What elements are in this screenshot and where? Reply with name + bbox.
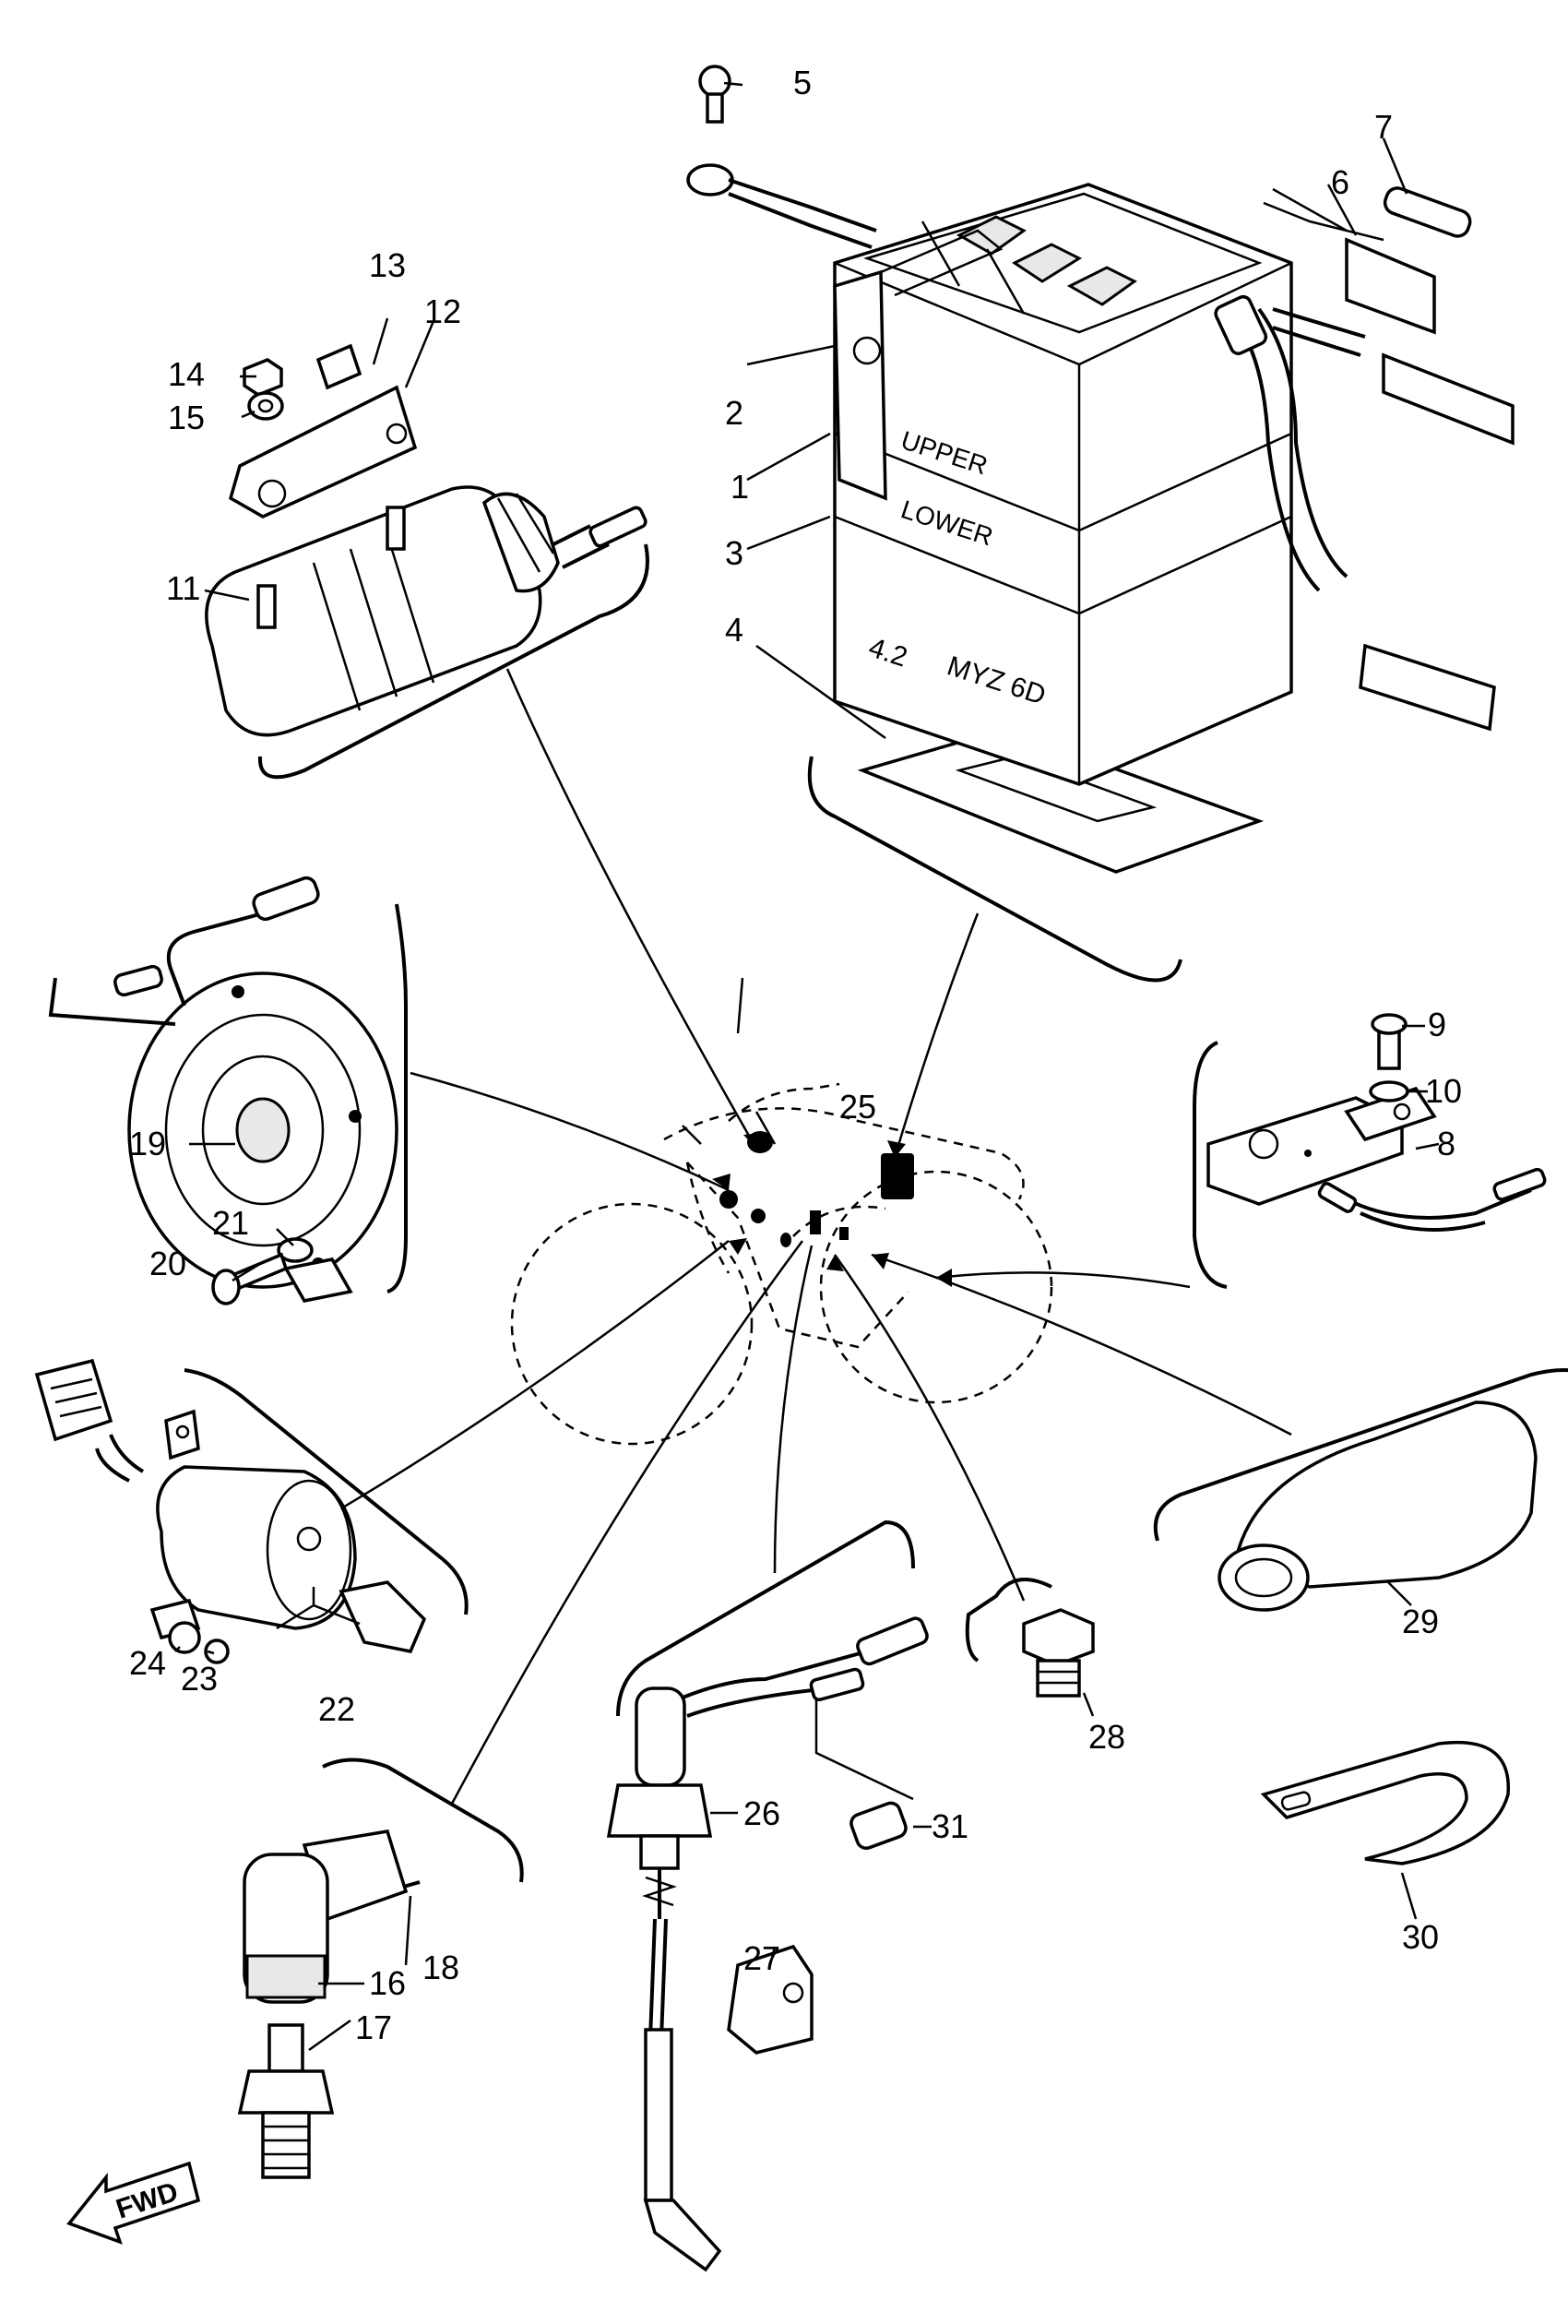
leader-lines (340, 668, 1292, 1805)
callout-16: 16 (369, 1964, 406, 2002)
callout-22: 22 (318, 1690, 355, 1728)
callout-15: 15 (168, 399, 205, 436)
battery-assembly: UPPER LOWER MYZ 6D 4.2 (686, 65, 1515, 874)
callout-8: 8 (1437, 1125, 1455, 1162)
neutral-switch (1022, 1608, 1095, 1698)
callout-27: 27 (743, 1939, 780, 1977)
callout-4: 4 (725, 611, 743, 649)
callout-leaders (174, 81, 1440, 2052)
callout-2: 2 (725, 394, 743, 432)
forward-arrow-icon: FWD (66, 2161, 201, 2245)
callout-29: 29 (1402, 1603, 1439, 1640)
callout-numbers: 1 2 3 4 5 6 7 8 9 10 11 12 13 14 15 16 1… (129, 64, 1462, 2046)
callout-30: 30 (1402, 1918, 1439, 1956)
callout-7: 7 (1374, 108, 1393, 146)
rectifier-cover (1218, 1400, 1538, 1865)
callout-9: 9 (1428, 1006, 1446, 1043)
callout-28: 28 (1088, 1718, 1125, 1756)
callout-26: 26 (743, 1794, 780, 1832)
starter-motor-assembly (205, 343, 647, 737)
ignition-coil-assembly (34, 1358, 427, 1664)
callout-3: 3 (725, 534, 743, 572)
callout-21: 21 (212, 1204, 249, 1242)
spark-plug-assembly (237, 1829, 421, 2179)
callout-6: 6 (1331, 163, 1349, 201)
callout-24: 24 (129, 1644, 166, 1682)
callout-25: 25 (839, 1088, 876, 1126)
callout-5: 5 (793, 64, 812, 101)
callout-19: 19 (129, 1125, 166, 1162)
callout-31: 31 (932, 1807, 968, 1845)
relay-assembly (1206, 1013, 1547, 1232)
motorcycle-frame-outline (510, 1082, 1053, 1446)
callout-18: 18 (422, 1949, 459, 1986)
callout-20: 20 (149, 1245, 186, 1282)
callout-11: 11 (166, 569, 200, 607)
callout-23: 23 (181, 1660, 218, 1698)
callout-1: 1 (731, 468, 749, 506)
group-brackets (184, 543, 1568, 1883)
sender-assembly (606, 1616, 929, 2272)
horn-assembly (48, 876, 398, 1305)
callout-12: 12 (424, 292, 461, 330)
callout-17: 17 (355, 2008, 392, 2046)
callout-13: 13 (369, 246, 406, 284)
callout-14: 14 (168, 355, 205, 393)
callout-10: 10 (1425, 1072, 1462, 1110)
